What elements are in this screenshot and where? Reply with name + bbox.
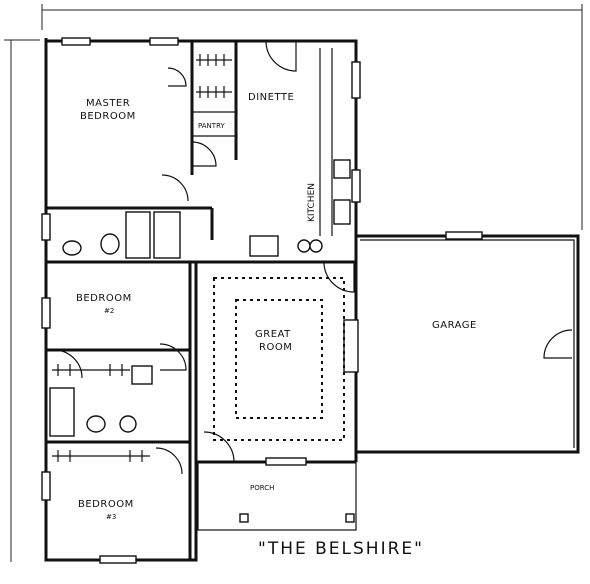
great-room-ceiling [213, 277, 345, 441]
room-labels: MASTER BEDROOM DINETTE PANTRY KITCHEN BE… [76, 92, 477, 521]
pantry-label: PANTRY [198, 122, 225, 130]
great-room-label-2: ROOM [259, 342, 292, 353]
master-bath-fixtures [62, 211, 181, 259]
interior-walls [46, 41, 358, 560]
windows [41, 37, 483, 564]
kitchen-fixtures [249, 159, 351, 257]
dimension-lines [4, 4, 583, 562]
bedroom-2-label: BEDROOM [76, 293, 132, 304]
bedroom-3-label: BEDROOM [78, 499, 134, 510]
hall-bath-fixtures [49, 365, 153, 437]
great-room-label-1: GREAT [255, 329, 291, 340]
doors [53, 40, 355, 475]
garage-label: GARAGE [432, 320, 477, 331]
garage-door-arc [543, 329, 573, 359]
dinette-label: DINETTE [248, 92, 294, 103]
porch-label: PORCH [250, 484, 274, 492]
master-bedroom-label-2: BEDROOM [80, 111, 136, 122]
plan-title: "THE BELSHIRE" [258, 539, 424, 559]
master-bedroom-label-1: MASTER [86, 98, 130, 109]
closet-shelves [52, 54, 232, 462]
bedroom-2-number: #2 [104, 307, 114, 315]
porch [197, 461, 357, 531]
kitchen-label: KITCHEN [307, 183, 317, 222]
garage [356, 234, 580, 454]
bedroom-3-number: #3 [106, 513, 116, 521]
